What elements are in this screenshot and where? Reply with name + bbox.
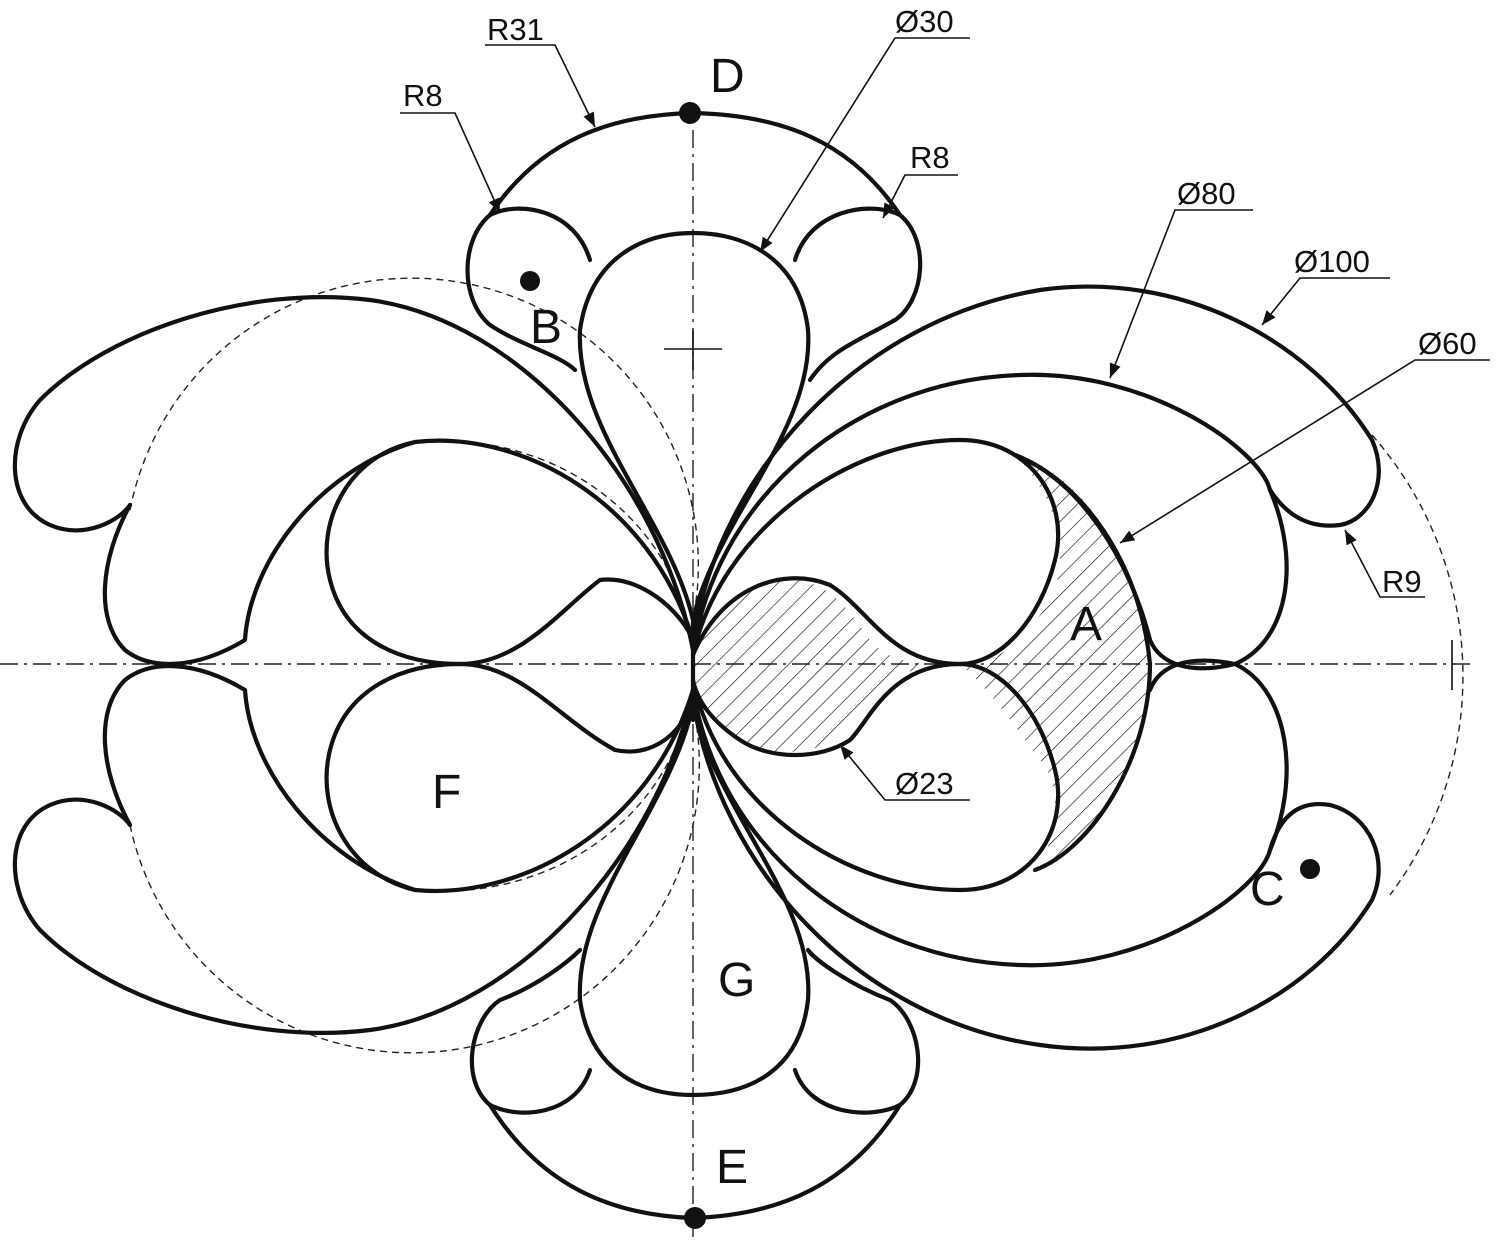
right-inner-loop-top: [690, 437, 1061, 667]
point-c-marker: [1300, 859, 1320, 879]
dim-r31: R31: [487, 12, 544, 47]
right-arc-dia80: [690, 372, 1273, 653]
top-left-lobe-b: [465, 212, 578, 373]
dim-r9: R9: [1382, 564, 1422, 599]
top-right-lobe: [807, 212, 923, 383]
label-f: F: [432, 766, 461, 819]
region-labels: D B A F C G E: [432, 50, 1285, 1194]
label-g: G: [718, 954, 755, 1007]
bottom-right-lobe: [805, 947, 921, 1108]
label-c: C: [1250, 863, 1285, 916]
hatched-regions: [693, 455, 1150, 870]
label-b: B: [530, 301, 562, 354]
dim-dia23: Ø23: [895, 766, 954, 801]
right-lower-arm-inner: [1147, 658, 1289, 853]
dimension-texts: R31 R8 Ø30 R8 Ø80 Ø100 Ø60 R9 Ø23: [403, 4, 1477, 801]
dim-dia60: Ø60: [1418, 326, 1477, 361]
leader-dia80: [1109, 209, 1253, 379]
left-lower-arm-inner: [102, 664, 418, 893]
right-outer-phantom-arc: [1371, 434, 1464, 896]
label-a: A: [1070, 598, 1102, 651]
right-outer-dia100: [690, 284, 1381, 643]
dim-dia30: Ø30: [895, 4, 954, 39]
left-lower-arm-outer: [12, 687, 696, 1035]
bottom-right-lobe-inner: [792, 1067, 903, 1115]
left-inner-loop-bottom: [324, 661, 696, 894]
leader-r31: [485, 44, 596, 128]
point-b-marker: [520, 271, 540, 291]
point-markers: [520, 102, 1320, 1229]
left-inner-bulb-top: [457, 577, 696, 667]
label-d: D: [710, 50, 745, 103]
hatched-bulb: [693, 580, 960, 752]
right-lower-arc: [690, 687, 1273, 968]
bottom-bulb-g: [577, 702, 811, 1098]
dimension-leaders: [400, 37, 1490, 801]
leader-dia100: [1261, 277, 1390, 326]
bottom-left-lobe-inner: [487, 1067, 593, 1115]
dim-dia100: Ø100: [1294, 244, 1370, 279]
left-inner-loop-f: [324, 438, 696, 754]
top-bulb-dia30: [577, 230, 811, 623]
right-inner-loop-bottom: [690, 661, 1061, 893]
dim-dia80: Ø80: [1177, 176, 1236, 211]
outline: [12, 110, 1381, 1221]
right-crescent-a: [1012, 452, 1153, 873]
leader-dia23: [839, 744, 970, 801]
right-lower-outer: [690, 697, 1381, 1051]
left-upper-arm-outer: [12, 295, 696, 653]
dim-r8-left: R8: [403, 78, 443, 113]
top-left-lobe-b-inner: [487, 206, 593, 263]
bottom-arc-e: [487, 1102, 903, 1221]
label-e: E: [716, 1141, 748, 1194]
leader-r9: [1344, 529, 1425, 598]
point-d-marker: [679, 102, 701, 124]
hatched-crescent-a: [960, 455, 1150, 870]
left-lower-phantom-arc: [129, 704, 700, 1054]
point-e-marker: [684, 1207, 706, 1229]
leader-r8-left: [400, 112, 501, 214]
leader-dia60: [1119, 359, 1490, 544]
left-inner-phantom-arc-top: [419, 440, 694, 656]
leader-dia30: [759, 37, 970, 253]
bottom-left-lobe: [469, 947, 583, 1108]
leader-r8-right: [882, 174, 958, 219]
dim-r8-right: R8: [910, 140, 950, 175]
left-upper-arm-inner: [102, 439, 418, 666]
